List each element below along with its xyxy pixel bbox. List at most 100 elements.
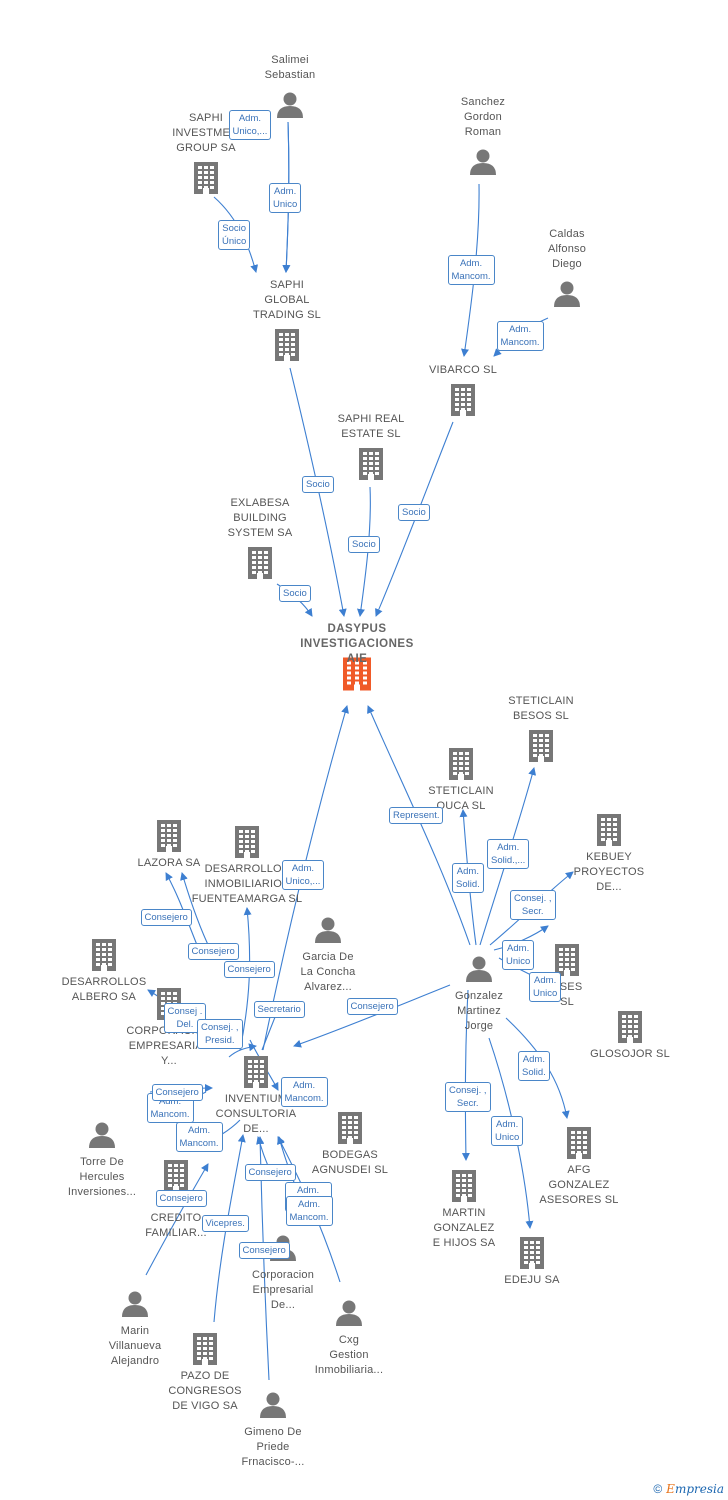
edge-label[interactable]: Adm. Unico <box>491 1116 524 1146</box>
edge-label[interactable]: Adm. Unico <box>269 183 302 213</box>
node-label: SAPHI GLOBAL TRADING SL <box>252 279 321 321</box>
rses-building-icon[interactable] <box>555 944 579 976</box>
node-steticlain-besos[interactable]: STETICLAIN BESOS SL <box>476 694 606 724</box>
saphi-global-building-icon[interactable] <box>275 329 299 361</box>
node-label: Gonzalez Martinez Jorge <box>454 990 504 1032</box>
edges <box>145 121 574 1381</box>
edge-label[interactable]: Adm. Mancom. <box>285 1196 333 1226</box>
node-saphi-inv[interactable]: SAPHI INVESTME... GROUP SA <box>141 111 271 156</box>
caldas-person-icon[interactable] <box>554 281 580 308</box>
cxg-gestion-person-icon[interactable] <box>336 1300 362 1327</box>
bodegas-building-icon[interactable] <box>338 1112 362 1144</box>
edge-label[interactable]: Consejero <box>238 1241 290 1259</box>
saphi-inv-building-icon[interactable] <box>194 162 218 194</box>
node-desarrollos-albero[interactable]: DESARROLLOS ALBERO SA <box>39 975 169 1005</box>
edge-label[interactable]: Adm. Unico,... <box>228 110 272 140</box>
dasypus-building-icon[interactable] <box>343 657 371 691</box>
vibarco-building-icon[interactable] <box>451 384 475 416</box>
glosojor-building-icon[interactable] <box>618 1011 642 1043</box>
node-vibarco[interactable]: VIBARCO SL <box>398 363 528 378</box>
node-martin[interactable]: MARTIN GONZALEZ E HIJOS SA <box>399 1206 529 1251</box>
inventium-building-icon[interactable] <box>244 1056 268 1088</box>
kebuey-building-icon[interactable] <box>597 814 621 846</box>
edge-label[interactable]: Adm. Unico <box>529 972 562 1002</box>
edge-label[interactable]: Consej. , Secr. <box>445 1082 491 1112</box>
edge-label[interactable]: Consejero <box>155 1189 207 1207</box>
edge-label[interactable]: Adm. Mancom. <box>447 255 495 285</box>
steticlain-ouca-building-icon[interactable] <box>449 748 473 780</box>
node-inventium[interactable]: INVENTIUM CONSULTORIA DE... <box>191 1092 321 1137</box>
credito-building-icon[interactable] <box>164 1160 188 1192</box>
marin-person-icon[interactable] <box>122 1291 148 1318</box>
node-desarrollos-fuente[interactable]: DESARROLLOS INMOBILIARIOS FUENTEAMARGA S… <box>182 862 312 907</box>
edge-label[interactable]: Consejero <box>140 908 192 926</box>
edge-label[interactable]: Adm. Solid. <box>518 1051 550 1081</box>
node-garcia[interactable]: Garcia De La Concha Alvarez... <box>263 950 393 995</box>
edge-label[interactable]: Socio <box>279 584 311 602</box>
salimei-person-icon[interactable] <box>277 92 303 119</box>
node-lazora[interactable]: LAZORA SA <box>104 856 234 871</box>
node-gimeno[interactable]: Gimeno De Priede Frnacisco-... <box>208 1425 338 1470</box>
steticlain-besos-building-icon[interactable] <box>529 730 553 762</box>
edge-label[interactable]: Adm. Mancom. <box>496 321 544 351</box>
edge-label[interactable]: Consej. , Secr. <box>510 890 556 920</box>
edge-label[interactable]: Socio <box>348 535 380 553</box>
edeju-building-icon[interactable] <box>520 1237 544 1269</box>
edge-label[interactable]: Adm. Unico <box>502 940 535 970</box>
edge-label[interactable]: Adm. Mancom. <box>280 1077 328 1107</box>
node-exlabesa[interactable]: EXLABESA BUILDING SYSTEM SA <box>195 496 325 541</box>
node-torre[interactable]: Torre De Hercules Inversiones... <box>37 1155 167 1200</box>
node-saphi-real[interactable]: SAPHI REAL ESTATE SL <box>306 412 436 442</box>
node-gonzalez[interactable]: Gonzalez Martinez Jorge <box>414 989 544 1034</box>
edge-label[interactable]: Vicepres. <box>201 1214 249 1232</box>
node-corporacion-emp-de[interactable]: Corporacion Empresarial De... <box>218 1268 348 1313</box>
node-dasypus[interactable]: DASYPUS INVESTIGACIONES AIE <box>292 622 422 667</box>
edge-label[interactable]: Consejero <box>187 942 239 960</box>
edge-label[interactable]: Consej. , Presid. <box>197 1019 243 1049</box>
lazora-building-icon[interactable] <box>157 820 181 852</box>
node-saphi-global[interactable]: SAPHI GLOBAL TRADING SL <box>222 278 352 323</box>
garcia-person-icon[interactable] <box>315 917 341 944</box>
node-caldas[interactable]: Caldas Alfonso Diego <box>502 227 632 272</box>
desarrollos-fuente-building-icon[interactable] <box>235 826 259 858</box>
edge-label[interactable]: Consejero <box>244 1163 296 1181</box>
node-label: DESARROLLOS INMOBILIARIOS FUENTEAMARGA S… <box>191 863 303 905</box>
node-steticlain-ouca[interactable]: STETICLAIN OUCA SL <box>396 784 526 814</box>
node-sanchez[interactable]: Sanchez Gordon Roman <box>418 95 548 140</box>
node-salimei[interactable]: Salimei Sebastian <box>225 53 355 83</box>
gonzalez-person-icon[interactable] <box>466 956 492 983</box>
gimeno-person-icon[interactable] <box>260 1392 286 1419</box>
edge-label[interactable]: Adm. Solid.,... <box>487 839 530 869</box>
node-afg[interactable]: AFG GONZALEZ ASESORES SL <box>514 1163 644 1208</box>
node-label: BODEGAS AGNUSDEI SL <box>311 1149 389 1176</box>
edge-label[interactable]: Consejero <box>346 997 398 1015</box>
afg-building-icon[interactable] <box>567 1127 591 1159</box>
node-cxg-gestion[interactable]: Cxg Gestion Inmobiliaria... <box>284 1333 414 1378</box>
node-label: EXLABESA BUILDING SYSTEM SA <box>227 497 293 539</box>
desarrollos-albero-building-icon[interactable] <box>92 939 116 971</box>
edge-label[interactable]: Consejero <box>151 1083 203 1101</box>
sanchez-person-icon[interactable] <box>470 149 496 176</box>
edge-label[interactable]: Adm. Solid. <box>452 863 484 893</box>
node-marin[interactable]: Marin Villanueva Alejandro <box>70 1324 200 1369</box>
saphi-real-building-icon[interactable] <box>359 448 383 480</box>
edge-label[interactable]: Adm. Mancom. <box>175 1122 223 1152</box>
edge-label[interactable]: Consejero <box>223 960 275 978</box>
node-glosojor[interactable]: GLOSOJOR SL <box>565 1047 695 1062</box>
node-rses[interactable]: RSES SL <box>502 980 632 1010</box>
exlabesa-building-icon[interactable] <box>248 547 272 579</box>
node-pazo[interactable]: PAZO DE CONGRESOS DE VIGO SA <box>140 1369 270 1414</box>
edge-label[interactable]: Adm. Unico,... <box>281 860 325 890</box>
edge-label[interactable]: Secretario <box>253 1000 305 1018</box>
edge-label[interactable]: Socio <box>398 503 430 521</box>
edge-label[interactable]: Represent. <box>389 806 444 824</box>
edge-label[interactable]: Socio <box>302 475 334 493</box>
edge-label[interactable]: Socio Único <box>218 220 251 250</box>
pazo-building-icon[interactable] <box>193 1333 217 1365</box>
node-label: RSES SL <box>551 981 583 1008</box>
martin-building-icon[interactable] <box>452 1170 476 1202</box>
node-bodegas[interactable]: BODEGAS AGNUSDEI SL <box>285 1148 415 1178</box>
node-edeju[interactable]: EDEJU SA <box>467 1273 597 1288</box>
node-kebuey[interactable]: KEBUEY PROYECTOS DE... <box>544 850 674 895</box>
torre-person-icon[interactable] <box>89 1122 115 1149</box>
